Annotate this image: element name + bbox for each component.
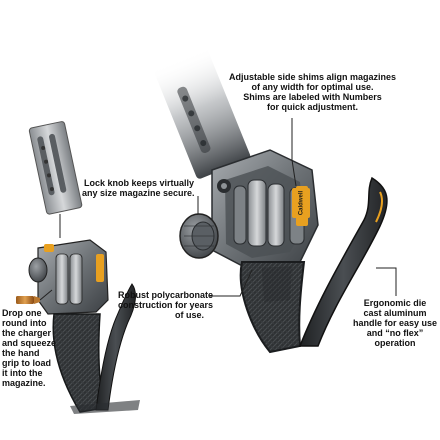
callout-shims-line-1: Adjustable side shims align magazines — [228, 72, 397, 82]
leader-ergonomic — [376, 267, 397, 296]
callout-lock-knob: Lock knob keeps virtually any size magaz… — [82, 178, 195, 198]
callout-lock-knob-line-2: any size magazine secure. — [82, 188, 195, 198]
callout-ergonomic: Ergonomic die cast aluminum handle for e… — [352, 298, 438, 348]
small-magazine — [28, 121, 83, 215]
callout-polycarbonate-line-3: of use. — [174, 310, 204, 320]
leader-small-round — [39, 289, 53, 301]
callout-instructions-line-1: Drop one — [2, 308, 42, 318]
callout-instructions: Drop one round into the charger and sque… — [2, 308, 62, 388]
callout-instructions-line-7: it into the — [2, 368, 43, 378]
large-aluminum-handle — [298, 176, 388, 347]
callout-instructions-line-2: round into — [2, 318, 47, 328]
small-base-shadow — [70, 400, 140, 414]
callout-polycarbonate-line-1: Robust polycarbonate — [118, 290, 214, 300]
callout-instructions-line-8: magazine. — [2, 378, 46, 388]
callout-instructions-line-4: and squeeze — [2, 338, 57, 348]
cartridge-round-icon — [16, 296, 40, 304]
callout-instructions-line-6: grip to load — [2, 358, 51, 368]
callout-instructions-line-3: the charger — [2, 328, 52, 338]
leader-shims — [291, 118, 297, 187]
brand-logo-text: Caldwell — [299, 190, 305, 215]
callout-lock-knob-line-1: Lock knob keeps virtually — [83, 178, 194, 188]
large-magazine — [153, 48, 251, 179]
callout-shims-line-3: Shims are labeled with Numbers — [243, 92, 382, 102]
brand-logo-badge: Caldwell — [292, 188, 310, 218]
callout-shims-line-4: for quick adjustment. — [266, 102, 358, 112]
callout-shims-line-2: of any width for optimal use. — [251, 82, 374, 92]
large-hand-grip — [239, 261, 306, 354]
large-loader-screw — [217, 179, 231, 193]
callout-ergonomic-line-3: handle for easy use — [352, 318, 438, 328]
small-lock-knob — [28, 257, 48, 283]
large-lock-knob — [179, 213, 219, 259]
small-loader-head — [37, 239, 109, 315]
callout-polycarbonate: Robust polycarbonate construction for ye… — [118, 290, 214, 320]
callout-polycarbonate-line-2: construction for years — [118, 300, 214, 310]
callout-ergonomic-line-4: and “no flex” — [366, 328, 424, 338]
callout-ergonomic-line-2: cast aluminum — [363, 308, 427, 318]
leader-polycarbonate — [210, 269, 253, 297]
callout-ergonomic-line-1: Ergonomic die — [363, 298, 427, 308]
callout-ergonomic-line-5: operation — [374, 338, 416, 348]
leader-lines — [39, 118, 397, 301]
callout-shims: Adjustable side shims align magazines of… — [225, 72, 400, 112]
small-loader — [16, 121, 140, 414]
callout-instructions-line-5: the hand — [2, 348, 40, 358]
